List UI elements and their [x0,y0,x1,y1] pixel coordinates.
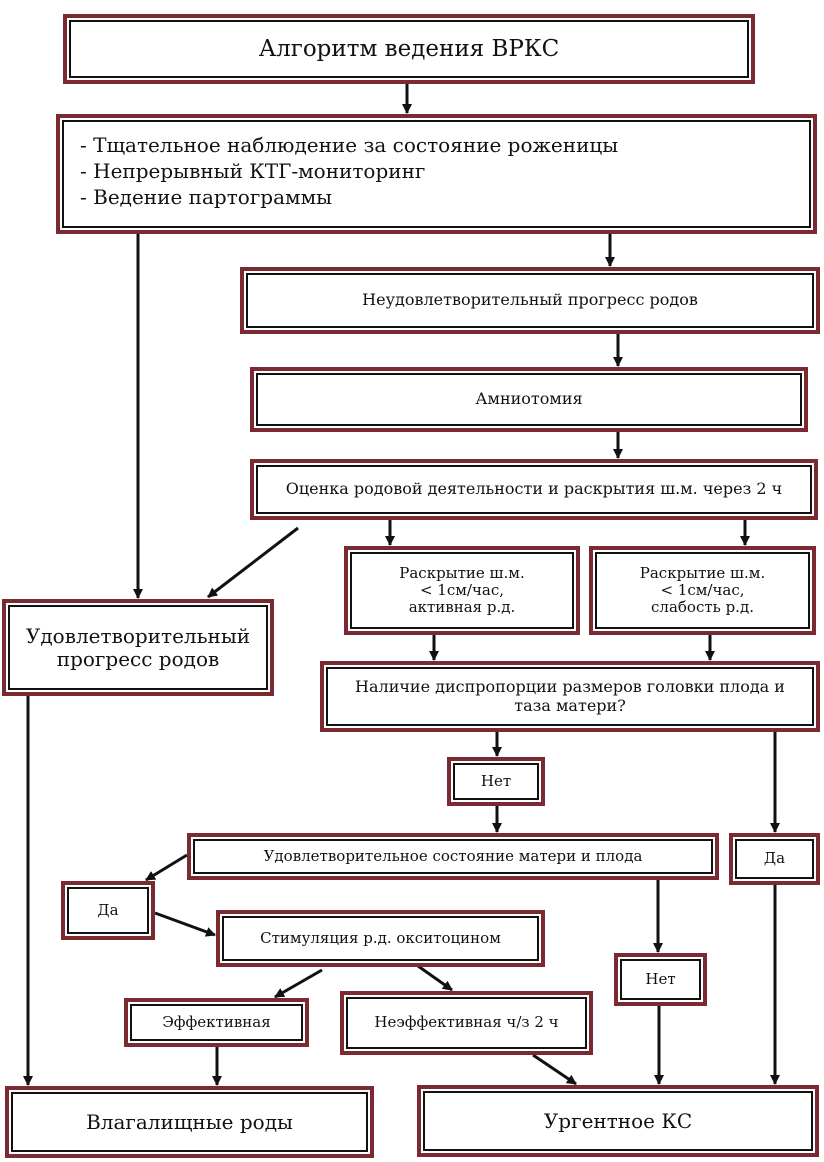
disproportion-box: Наличие диспропорции размеров головки пл… [320,661,820,732]
arrow-yes-to-oxytocin [154,911,216,937]
urgent-cs-box: Ургентное КС [417,1085,819,1157]
amniotomy-text: Амниотомия [475,389,583,409]
assessment-text: Оценка родовой деятельности и раскрытия … [285,479,783,499]
mother-fetus-state-text: Удовлетворительное состояние матери и пл… [263,846,643,865]
monitoring-list: Тщательное наблюдение за состояние рожен… [80,132,618,210]
disproportion-text: Наличие диспропорции размеров головки пл… [355,677,785,715]
dilation-active-box: Раскрытие ш.м. < 1см/час, активная р.д. [344,546,580,635]
satisfactory-progress-box: Удовлетворительный прогресс родов [2,599,274,696]
oxytocin-text: Стимуляция р.д. окситоцином [260,928,501,947]
vaginal-birth-box: Влагалищные роды [5,1086,374,1158]
no-box-1: Нет [447,757,545,806]
yes-box-left: Да [61,881,155,940]
monitoring-box: Тщательное наблюдение за состояние рожен… [56,114,817,234]
dilation-active-text: Раскрытие ш.м. < 1см/час, активная р.д. [399,563,525,617]
title-box: Алгоритм ведения ВРКС [63,14,755,84]
arrow-oxytocin-to-effective [274,968,323,999]
yes-box-right: Да [729,833,820,885]
dilation-weak-text: Раскрытие ш.м. < 1см/час, слабость р.д. [639,563,766,617]
mother-fetus-state-box: Удовлетворительное состояние матери и пл… [187,833,719,880]
arrow-oxytocin-to-ineffective [417,964,453,992]
effective-box: Эффективная [124,998,309,1047]
oxytocin-box: Стимуляция р.д. окситоцином [216,910,545,967]
unsatisfactory-progress-box: Неудовлетворительный прогресс родов [240,267,820,334]
monitoring-item: Ведение партограммы [80,184,618,210]
arrow-ineffective-to-cs [532,1053,577,1086]
monitoring-item: Тщательное наблюдение за состояние рожен… [80,132,618,158]
assessment-box: Оценка родовой деятельности и раскрытия … [250,459,818,520]
ineffective-text: Неэффективная ч/з 2 ч [374,1013,559,1032]
arrow-assessment-to-satisfactory [207,526,299,599]
satisfactory-progress-text: Удовлетворительный прогресс родов [25,623,251,671]
yes-text-left: Да [97,900,119,919]
no-box-2: Нет [614,953,707,1006]
effective-text: Эффективная [162,1012,271,1031]
amniotomy-box: Амниотомия [250,367,808,432]
vaginal-birth-text: Влагалищные роды [86,1109,293,1134]
title-text: Алгоритм ведения ВРКС [258,35,560,62]
no-text-1: Нет [480,771,512,790]
arrow-state-to-yes [145,853,188,882]
unsatisfactory-progress-text: Неудовлетворительный прогресс родов [362,290,698,310]
no-text-2: Нет [645,969,676,988]
urgent-cs-text: Ургентное КС [543,1108,693,1133]
monitoring-item: Непрерывный КТГ-мониторинг [80,158,618,184]
dilation-weak-box: Раскрытие ш.м. < 1см/час, слабость р.д. [589,546,816,635]
ineffective-box: Неэффективная ч/з 2 ч [340,991,593,1055]
yes-text-right: Да [763,849,786,868]
